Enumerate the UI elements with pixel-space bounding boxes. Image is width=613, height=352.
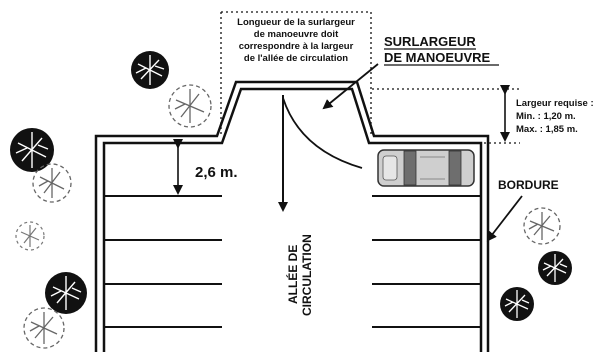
car-icon (377, 149, 475, 187)
surlargeur-line-1: SURLARGEUR (384, 34, 476, 49)
largeur-line-2: Min. : 1,20 m. (516, 111, 576, 122)
stall-lines (104, 195, 481, 328)
tree-icon (523, 207, 561, 245)
top-note-line-3: correspondre à la largeur (239, 41, 354, 52)
bordure-pointer-arrow (486, 195, 523, 242)
top-note-line-2: de manoeuvre doit (254, 29, 339, 40)
bordure-label: BORDURE (498, 178, 559, 192)
dotted-guides (220, 11, 520, 144)
top-note-line-1: Longueur de la surlargeur (237, 17, 355, 28)
tree-icon (168, 84, 212, 128)
top-note-line-4: de l'allée de circulation (244, 53, 348, 64)
aisle-line-2: CIRCULATION (300, 234, 314, 316)
tree-icon (538, 251, 572, 285)
tree-icon (10, 128, 54, 172)
tree-icon (23, 307, 65, 349)
surlargeur-label: SURLARGEUR DE MANOEUVRE (384, 34, 499, 66)
largeur-line-3: Max. : 1,85 m. (516, 124, 578, 135)
tree-icon (500, 287, 534, 321)
lot-outline (94, 80, 490, 352)
maneuver-curve (282, 97, 363, 169)
aisle-label: ALLÉE DE CIRCULATION (285, 234, 314, 316)
surlargeur-pointer-arrow (322, 63, 379, 110)
largeur-line-1: Largeur requise : (516, 98, 594, 109)
top-note: Longueur de la surlargeur de manoeuvre d… (237, 17, 355, 64)
tree-icon (32, 163, 72, 203)
stall-depth-label: 2,6 m. (195, 164, 238, 181)
tree-icon (45, 272, 87, 314)
surlargeur-line-2: DE MANOEUVRE (384, 50, 491, 65)
largeur-label: Largeur requise : Min. : 1,20 m. Max. : … (516, 98, 594, 135)
tree-icon (15, 221, 45, 251)
aisle-line-1: ALLÉE DE (285, 245, 300, 304)
tree-icon (131, 51, 169, 89)
